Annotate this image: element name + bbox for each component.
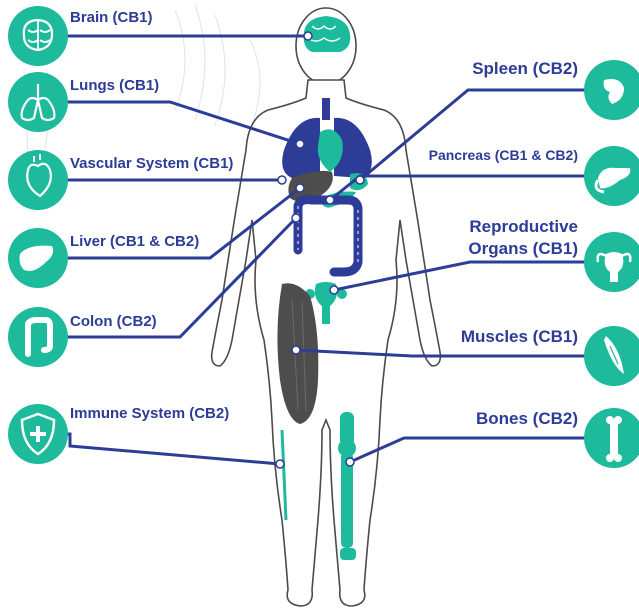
- muscle-icon: [584, 326, 639, 386]
- connector-bones: [350, 438, 592, 462]
- liver-icon: [8, 228, 68, 288]
- label-reproductive-line2: Organs (CB1): [468, 239, 578, 258]
- label-immune: Immune System (CB2): [70, 405, 229, 422]
- shield-cross-icon: [8, 404, 68, 464]
- label-vascular: Vascular System (CB1): [70, 155, 233, 172]
- label-spleen: Spleen (CB2): [472, 59, 578, 78]
- connector-immune: [62, 434, 280, 464]
- pancreas-icon: [584, 146, 639, 206]
- bone-icon: [584, 408, 639, 468]
- label-colon: Colon (CB2): [70, 313, 157, 330]
- uterus-icon: [584, 232, 639, 292]
- colon-icon: [8, 307, 68, 367]
- left-icons: [8, 6, 68, 464]
- label-liver: Liver (CB1 & CB2): [70, 233, 199, 250]
- label-muscles: Muscles (CB1): [461, 327, 578, 346]
- label-brain: Brain (CB1): [70, 9, 153, 26]
- organ-trachea: [322, 98, 330, 120]
- label-reproductive-line1: Reproductive: [469, 217, 578, 236]
- right-icons: [584, 60, 639, 468]
- label-pancreas: Pancreas (CB1 & CB2): [429, 147, 578, 163]
- spleen-icon: [584, 60, 639, 120]
- lungs-icon: [8, 72, 68, 132]
- heart-icon: [8, 150, 68, 210]
- brain-icon: [8, 6, 68, 66]
- label-bones: Bones (CB2): [476, 409, 578, 428]
- label-lungs: Lungs (CB1): [70, 77, 159, 94]
